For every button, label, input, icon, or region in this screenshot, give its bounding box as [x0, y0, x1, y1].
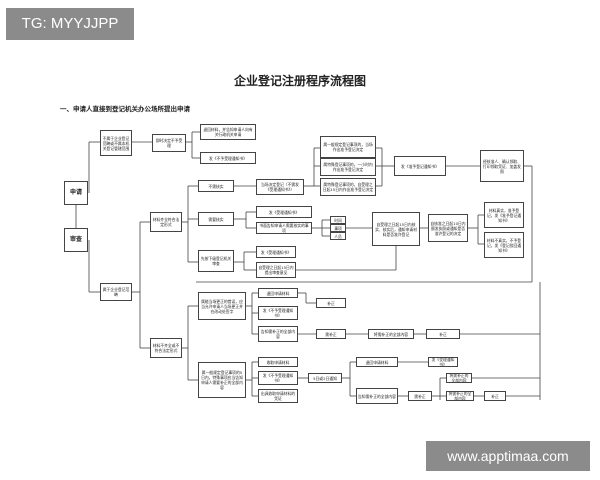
node-not-belong: 不属于企业登记范畴或不属本机关登记管辖范围: [100, 130, 132, 156]
node-need-fix-2: 需补正: [408, 391, 432, 401]
node-period-5-days: 属一般规定登记事项的5日内，特殊事项应当告知申请人需要补正的全部内容: [198, 362, 246, 398]
section-heading: 一、申请人直接到登记机关办公场所提出申请: [60, 105, 190, 113]
watermark-bottom: www.apptimaa.com: [426, 441, 590, 471]
node-return-apply-2: 退回申请材料: [356, 357, 398, 367]
node-not-accept-notice-2: 发《不予受理通知书》: [258, 306, 298, 320]
node-inform-fix-2: 告知需补正的全部内容: [356, 388, 398, 404]
node-issue-fix-voucher: 出具收取申请材料的凭证: [258, 389, 298, 403]
node-single-day-reply: 属一般规定登记事项的，当场作出准予登记决定: [320, 136, 376, 158]
node-special-register-ext: 属特殊登记事项的，自受理之日起15日内作出准予登记决定: [320, 178, 376, 196]
node-issue-fix-material: 收取申请材料: [258, 357, 298, 367]
node-fix-content: 将需补正的全部内容: [368, 329, 414, 339]
node-need-fix: 需补正: [316, 329, 346, 339]
node-refuse-accept: 即时决定不予受理: [152, 134, 186, 152]
node-other-cases: 先按下级登记机关审查: [198, 250, 234, 272]
node-fix-again-2-box: 将需补正的全部内容: [446, 391, 474, 401]
node-issue-accept-notice: 发《受理通知书》: [256, 246, 296, 258]
node-fifteen-days-decide: 自受理之日起15日内核实、核实后，通知申请材料是否准许登记: [372, 212, 420, 246]
node-onsite-fix: 属能当场更正的错误，应当允许申请人当场更正并在改动处签字: [198, 292, 246, 320]
node-refuse-period: 材料不真实，不予登记，发《登记驳回通知书》: [484, 232, 524, 258]
node-issue-register: 发《准予登记通知书》: [394, 156, 446, 176]
node-belong: 属于企业登记范畴: [100, 283, 132, 301]
node-verify-timing: 时间: [330, 216, 346, 224]
node-five-days-notice: 5日或2日通知: [308, 373, 342, 383]
node-report-within-15: 自受理之日起15日内提出审查意见: [256, 262, 296, 278]
node-return-apply: 退回申请材料: [258, 288, 298, 298]
node-review: 审查: [64, 228, 88, 252]
node-fix-again: 补正: [426, 329, 460, 339]
node-fix-content-2: 将需补正的全部内容: [446, 373, 472, 383]
node-incomplete: 材料不齐全或不符合法定形式: [150, 338, 182, 358]
node-three-days-grant: 自核准之日起10日内颁发执照或通知是否准许登记的决定: [428, 214, 468, 242]
node-complete: 材料齐全符合法定形式: [150, 212, 182, 232]
node-sample-verify: 书面告知申请人需要核实的事项: [256, 222, 312, 234]
node-verify-staff: 人员: [330, 232, 346, 240]
node-special-register: 属特殊登记事项的，一小时内作出准予登记决定: [320, 158, 376, 176]
node-inform-all-fix: 告知需补正的全部内容: [258, 326, 298, 342]
node-no-verify: 不需核实: [198, 180, 234, 192]
node-fix-again-2: 补正: [484, 391, 506, 401]
node-not-accept-notice: 发《不予受理通知书》: [200, 152, 256, 164]
node-apply: 申请: [64, 181, 88, 205]
node-on-spot-verify: 当场决定登记（不需发《受理通知书》）: [256, 179, 304, 195]
node-issue-notice-small: 补正: [316, 298, 346, 308]
node-issue-accept-2: 发《受理通知书》: [428, 357, 458, 367]
watermark-top: TG: MYYJJPP: [6, 8, 134, 40]
page-title: 企业登记注册程序流程图: [233, 74, 366, 88]
node-accept-period: 材料真实，准予登记，发《准予登记通知书》: [484, 202, 524, 228]
node-return-materials: 退回材料，并告知申请人向有关行政机关申请: [200, 124, 256, 140]
node-check-issue: 经核准人、确认领取、打印领取凭证、加盖发照: [480, 150, 524, 182]
node-not-accept-notice-3: 发《不予受理通知书》: [258, 371, 298, 385]
node-verify-method: 事项: [330, 224, 346, 232]
node-need-verify: 需要核实: [198, 212, 234, 226]
node-issue-verify-notice: 发《受理通知书》: [256, 206, 312, 218]
